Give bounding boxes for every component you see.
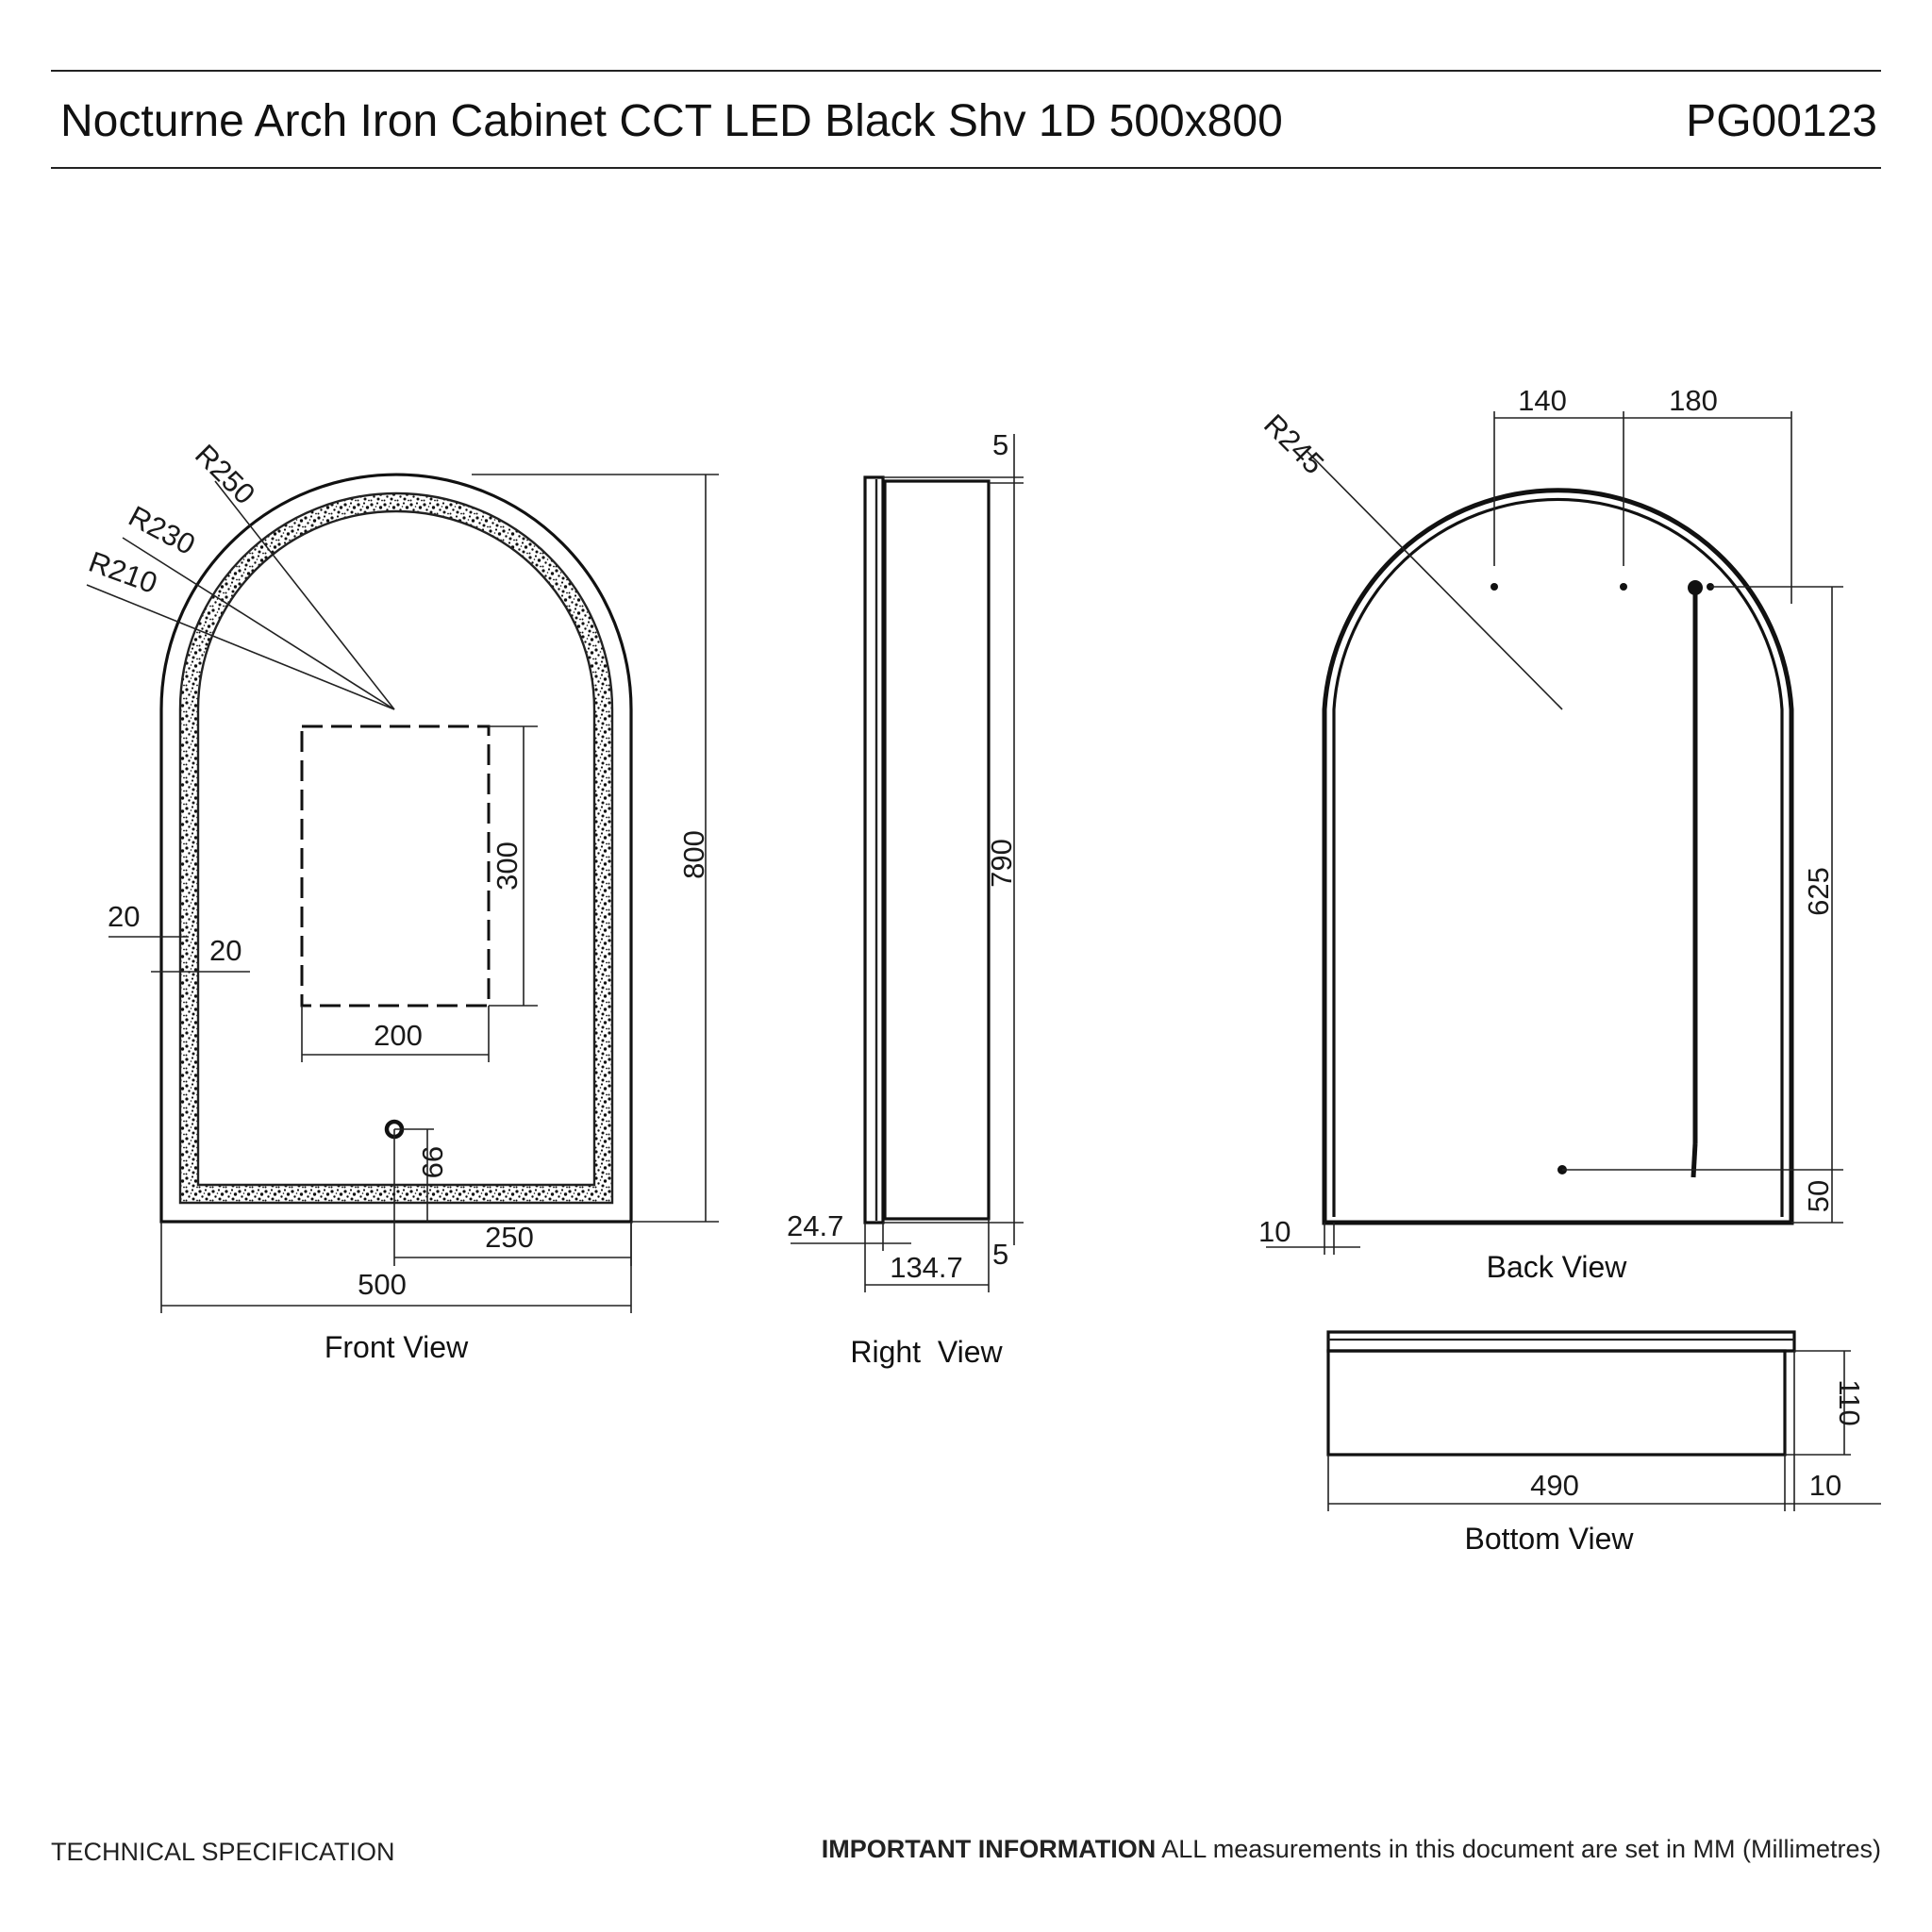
back-mount-point-2 [1620,583,1627,591]
front-demister-window [302,726,489,1006]
front-led-band [180,493,612,1203]
bottom-door-strip [1328,1332,1794,1351]
front-mirror-edge [198,511,594,1185]
dim-500: 500 [358,1268,407,1301]
dim-490: 490 [1530,1469,1579,1502]
bottom-view: 110 490 10 Bottom View [1328,1332,1881,1556]
dim-300: 300 [491,841,524,891]
back-outer-frame [1324,491,1791,1223]
dim-99: 99 [416,1146,449,1178]
leader-r250 [215,481,394,709]
dim-790: 790 [985,839,1018,888]
footer-technical-spec: TECHNICAL SPECIFICATION [51,1838,395,1866]
dim-20-inner: 20 [209,934,242,967]
dim-r230: R230 [124,499,201,561]
right-view-caption: Right View [850,1335,1003,1369]
dim-140: 140 [1518,384,1567,417]
dim-r250: R250 [189,438,261,510]
footer-important-text: ALL measurements in this document are se… [1156,1835,1881,1863]
dim-20-outer: 20 [108,900,140,933]
back-mount-point-1 [1491,583,1498,591]
product-code: PG00123 [1686,96,1877,146]
front-view: R250 R230 R210 800 300 200 20 20 99 250 [85,438,719,1364]
dim-r210: R210 [85,545,162,600]
footer-important-info: IMPORTANT INFORMATION ALL measurements i… [822,1835,1881,1863]
back-inner-panel [1334,499,1782,1217]
dim-10-back: 10 [1258,1215,1291,1248]
dim-5-bottom: 5 [992,1238,1008,1271]
dim-800: 800 [677,830,710,879]
front-outer-frame [161,475,631,1222]
dim-250: 250 [485,1221,534,1254]
leader-r210 [87,585,394,709]
back-hinge-cap-icon [1688,580,1703,595]
dim-50: 50 [1802,1180,1835,1212]
bottom-view-caption: Bottom View [1464,1522,1634,1556]
bottom-cabinet-body [1328,1351,1785,1455]
back-hinge-tail [1693,1143,1695,1177]
dim-10-bottom: 10 [1809,1469,1841,1502]
leader-r245 [1307,451,1562,709]
dim-24-7: 24.7 [787,1209,843,1242]
leader-r230 [123,538,394,709]
dim-200: 200 [374,1019,423,1052]
dim-625: 625 [1802,867,1835,916]
product-title: Nocturne Arch Iron Cabinet CCT LED Black… [60,96,1283,146]
right-view: 5 790 5 24.7 134.7 Right View [787,428,1024,1369]
dim-134-7: 134.7 [890,1251,963,1284]
dim-5-top: 5 [992,428,1008,461]
footer-important-label: IMPORTANT INFORMATION [822,1835,1156,1863]
front-led-outer-edge [180,493,612,1203]
back-view: R245 140 180 625 50 10 Back View [1257,384,1843,1284]
back-view-caption: Back View [1487,1250,1628,1284]
dim-r245: R245 [1257,408,1330,480]
dim-180: 180 [1669,384,1718,417]
front-view-caption: Front View [325,1330,469,1364]
right-door-panel [865,477,883,1223]
right-cabinet-body [885,481,989,1219]
dim-110: 110 [1833,1379,1866,1425]
